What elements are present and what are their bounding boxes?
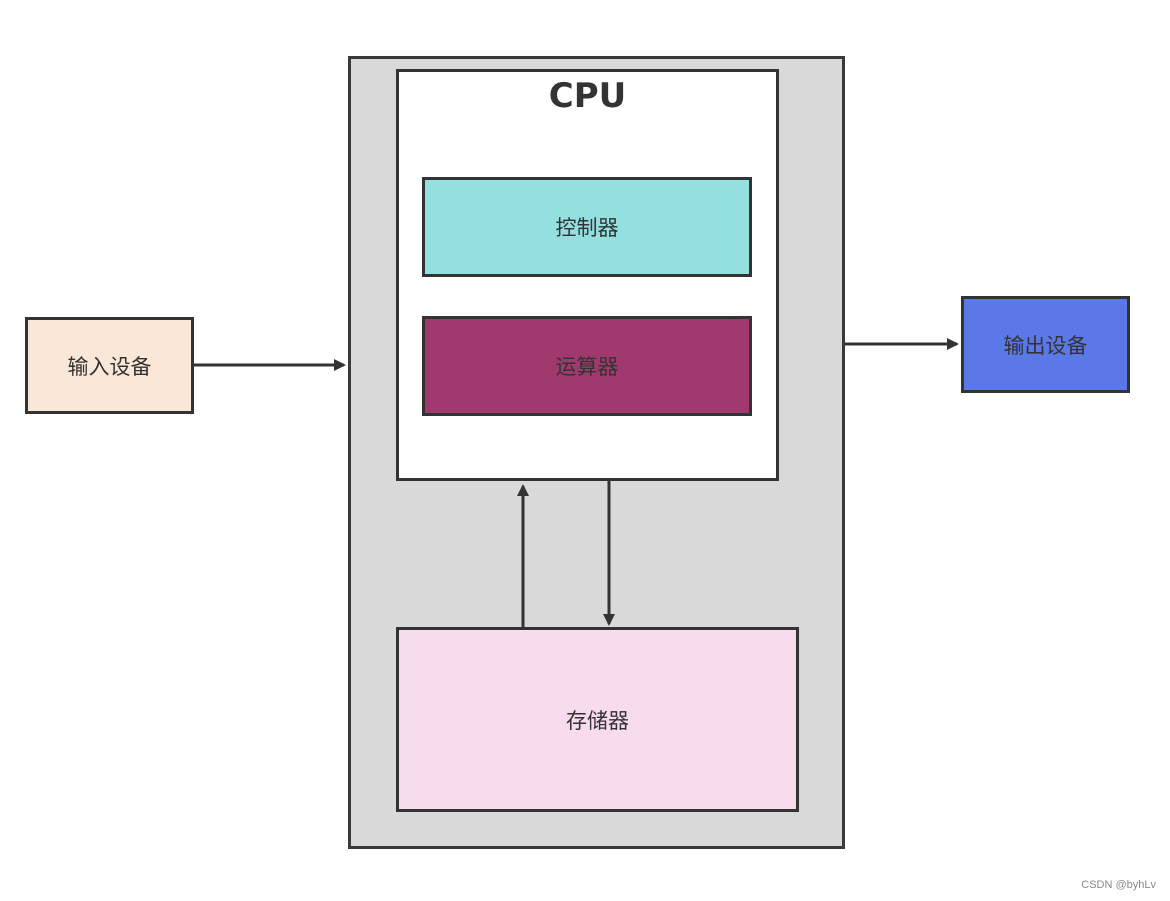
watermark: CSDN @byhLv bbox=[1081, 879, 1156, 891]
memory-box: 存储器 bbox=[396, 627, 799, 812]
alu-box: 运算器 bbox=[422, 316, 752, 416]
controller-box: 控制器 bbox=[422, 177, 752, 277]
output-device-label: 输出设备 bbox=[1003, 333, 1088, 358]
output-device-box: 输出设备 bbox=[961, 296, 1130, 393]
alu-label: 运算器 bbox=[555, 355, 619, 379]
controller-label: 控制器 bbox=[555, 216, 619, 240]
cpu-title: CPU bbox=[548, 76, 627, 116]
input-device-box: 输入设备 bbox=[25, 317, 194, 414]
input-device-label: 输入设备 bbox=[67, 354, 152, 379]
memory-label: 存储器 bbox=[566, 708, 629, 733]
